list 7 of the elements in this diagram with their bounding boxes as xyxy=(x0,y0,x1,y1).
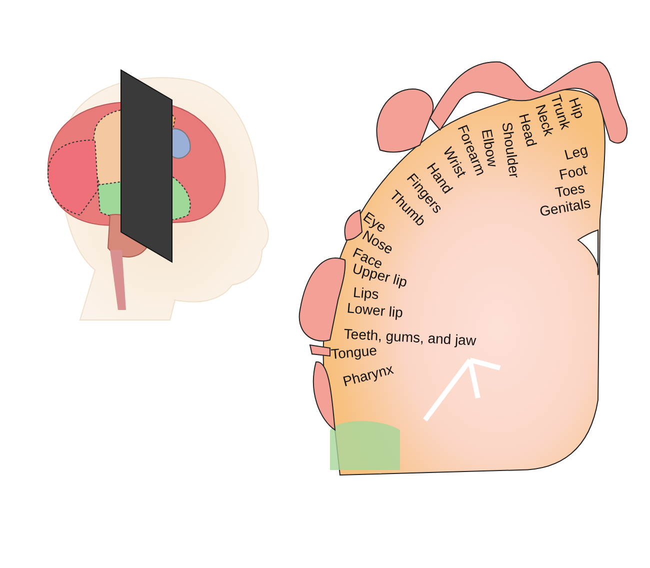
body-part-label: Shoulder xyxy=(500,121,522,179)
body-part-label: Pharynx xyxy=(341,362,395,388)
body-part-label: Lower lip xyxy=(346,300,404,320)
body-part-label: Foot xyxy=(558,162,588,182)
body-part-label: Leg xyxy=(562,142,590,162)
body-part-label: Lips xyxy=(352,284,380,302)
body-part-label: Hip xyxy=(566,96,588,120)
